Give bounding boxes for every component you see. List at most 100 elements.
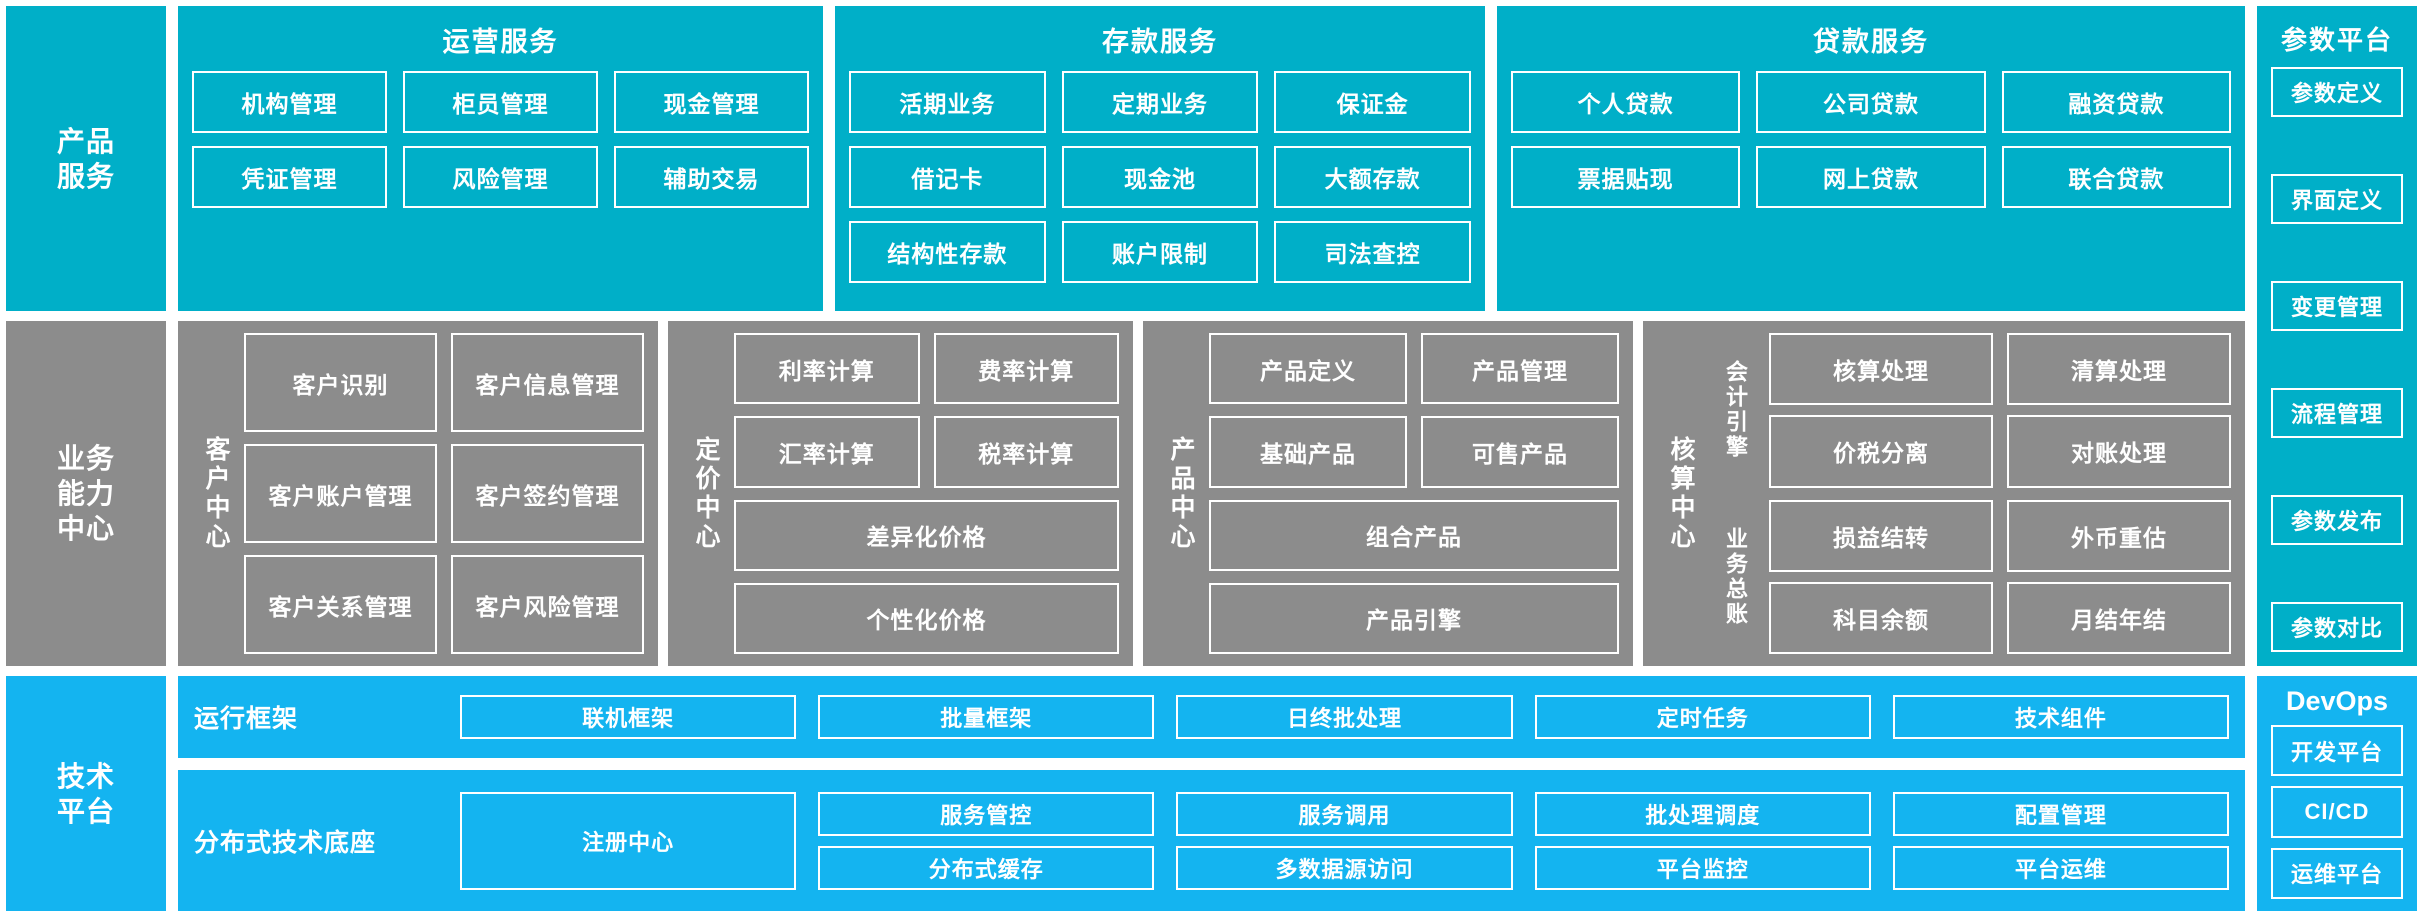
tile-bill-discount[interactable]: 票据贴现 (1511, 146, 1741, 208)
tile-sellable-product[interactable]: 可售产品 (1421, 416, 1619, 488)
tile-customer-identification[interactable]: 客户识别 (244, 333, 437, 432)
tile-customer-risk-management[interactable]: 客户风险管理 (451, 555, 644, 654)
tile-ci-cd[interactable]: CI/CD (2271, 786, 2403, 838)
tile-account-restriction[interactable]: 账户限制 (1061, 221, 1259, 283)
tile-time-deposit[interactable]: 定期业务 (1061, 71, 1259, 133)
tile-debit-card[interactable]: 借记卡 (849, 146, 1046, 208)
panel-devops: DevOps 开发平台 CI/CD 运维平台 (2257, 676, 2417, 911)
tile-configuration-management[interactable]: 配置管理 (1892, 791, 2229, 836)
tile-multi-datasource-access[interactable]: 多数据源访问 (1176, 845, 1513, 890)
upper-left-stack: 产品 服务 运营服务 机构管理 柜员管理 现金管理 凭证管理 风险管理 (6, 6, 2245, 666)
tile-development-platform[interactable]: 开发平台 (2271, 725, 2403, 777)
rail-line-1: 业务 (56, 443, 115, 474)
tile-exchange-rate-calc[interactable]: 汇率计算 (734, 416, 920, 488)
tile-batch-framework[interactable]: 批量框架 (818, 695, 1155, 739)
tile-basic-product[interactable]: 基础产品 (1209, 416, 1407, 488)
center-body-customer: 客户识别 客户信息管理 客户账户管理 客户签约管理 客户关系管理 客户风险管理 (244, 333, 644, 654)
tile-joint-loan[interactable]: 联合贷款 (2001, 146, 2231, 208)
tile-end-of-day-batch[interactable]: 日终批处理 (1176, 695, 1513, 739)
tile-combined-product[interactable]: 组合产品 (1209, 499, 1619, 571)
center-row: 产品引擎 (1209, 582, 1619, 654)
tile-customer-account-management[interactable]: 客户账户管理 (244, 444, 437, 543)
tile-month-year-end-closing[interactable]: 月结年结 (2007, 581, 2231, 654)
group-title-operation-service: 运营服务 (442, 27, 559, 57)
tile-service-governance[interactable]: 服务管控 (818, 791, 1155, 836)
tile-price-tax-separation[interactable]: 价税分离 (1769, 415, 1993, 488)
tile-subject-balance[interactable]: 科目余额 (1769, 581, 1993, 654)
tile-process-management[interactable]: 流程管理 (2271, 388, 2403, 438)
tile-settlement-processing[interactable]: 清算处理 (2007, 333, 2231, 406)
tile-financing-loan[interactable]: 融资贷款 (2001, 71, 2231, 133)
tile-foreign-currency-revaluation[interactable]: 外币重估 (2007, 499, 2231, 572)
tile-org-management[interactable]: 机构管理 (192, 71, 387, 133)
subgroup-body-accounting-engine: 核算处理 清算处理 价税分离 对账处理 (1769, 333, 2231, 488)
tile-personalized-price[interactable]: 个性化价格 (734, 582, 1119, 654)
tile-platform-monitoring[interactable]: 平台监控 (1534, 845, 1871, 890)
rail-technology-platform-label: 技术 平台 (57, 759, 115, 829)
tile-demand-deposit[interactable]: 活期业务 (849, 71, 1046, 133)
tile-operations-platform[interactable]: 运维平台 (2271, 847, 2403, 899)
tile-differentiated-price[interactable]: 差异化价格 (734, 499, 1119, 571)
tile-scheduled-task[interactable]: 定时任务 (1534, 695, 1871, 739)
tile-service-invocation[interactable]: 服务调用 (1176, 791, 1513, 836)
center-row: 汇率计算 税率计算 (734, 416, 1119, 488)
rail-line-1: 产品 (56, 125, 115, 157)
subgroup-body-general-ledger: 损益结转 外币重估 科目余额 月结年结 (1769, 499, 2231, 654)
center-row: 个性化价格 (734, 582, 1119, 654)
panel-parameter-platform: 参数平台 参数定义 界面定义 变更管理 流程管理 参数发布 参数对比 (2257, 6, 2417, 666)
tile-batch-scheduling[interactable]: 批处理调度 (1534, 791, 1871, 836)
strip-label-runtime-framework: 运行框架 (194, 705, 299, 733)
tile-personal-loan[interactable]: 个人贷款 (1511, 71, 1741, 133)
tile-technical-component[interactable]: 技术组件 (1892, 695, 2229, 739)
tile-customer-relationship-management[interactable]: 客户关系管理 (244, 555, 437, 654)
group-grid-operation-service: 机构管理 柜员管理 现金管理 凭证管理 风险管理 辅助交易 (192, 71, 809, 297)
tile-cash-management[interactable]: 现金管理 (614, 71, 809, 133)
tile-profit-loss-carryover[interactable]: 损益结转 (1769, 499, 1993, 572)
tile-product-engine[interactable]: 产品引擎 (1209, 582, 1619, 654)
rail-technology-platform: 技术 平台 (6, 676, 166, 911)
parameter-platform-title: 参数平台 (2280, 25, 2393, 55)
tile-registry-center[interactable]: 注册中心 (460, 791, 797, 890)
layer-technology-platform: 技术 平台 运行框架 联机框架 批量框架 日终批处理 定时任务 技术组件 分布式… (6, 676, 2417, 911)
tile-customer-info-management[interactable]: 客户信息管理 (451, 333, 644, 432)
tile-fee-rate-calc[interactable]: 费率计算 (933, 333, 1119, 405)
center-row: 客户关系管理 客户风险管理 (244, 555, 644, 654)
tile-interest-rate-calc[interactable]: 利率计算 (734, 333, 920, 405)
tile-voucher-management[interactable]: 凭证管理 (192, 146, 387, 208)
tile-tax-rate-calc[interactable]: 税率计算 (933, 416, 1119, 488)
tile-large-deposit[interactable]: 大额存款 (1274, 146, 1471, 208)
subgroup-label-general-ledger: 业务总账 (1723, 526, 1748, 627)
tile-parameter-definition[interactable]: 参数定义 (2271, 67, 2403, 117)
tile-change-management[interactable]: 变更管理 (2271, 281, 2403, 331)
tile-margin-deposit[interactable]: 保证金 (1274, 71, 1471, 133)
tile-parameter-compare[interactable]: 参数对比 (2271, 602, 2403, 652)
rail-line-2: 服务 (56, 160, 115, 192)
strip-distributed-foundation: 分布式技术底座 注册中心 服务管控 服务调用 批处理调度 配置管理 分布式缓存 … (178, 770, 2245, 911)
tile-judicial-control[interactable]: 司法查控 (1274, 221, 1471, 283)
tile-teller-management[interactable]: 柜员管理 (403, 71, 598, 133)
tile-corporate-loan[interactable]: 公司贷款 (1756, 71, 1986, 133)
tile-product-definition[interactable]: 产品定义 (1209, 333, 1407, 405)
center-label-customer: 客户中心 (202, 435, 230, 552)
tile-reconciliation-processing[interactable]: 对账处理 (2007, 415, 2231, 488)
tile-parameter-publish[interactable]: 参数发布 (2271, 495, 2403, 545)
tile-customer-contract-management[interactable]: 客户签约管理 (451, 444, 644, 543)
tile-interface-definition[interactable]: 界面定义 (2271, 174, 2403, 224)
upper-section: 产品 服务 运营服务 机构管理 柜员管理 现金管理 凭证管理 风险管理 (6, 6, 2417, 666)
tile-platform-operations[interactable]: 平台运维 (1892, 845, 2229, 890)
tile-structured-deposit[interactable]: 结构性存款 (849, 221, 1046, 283)
rail-business-capability: 业务 能力 中心 (6, 321, 166, 666)
tile-online-framework[interactable]: 联机框架 (460, 695, 797, 739)
subgroup-label-accounting-engine: 会计引擎 (1723, 360, 1748, 461)
tile-accounting-processing[interactable]: 核算处理 (1769, 333, 1993, 406)
tile-online-loan[interactable]: 网上贷款 (1756, 146, 1986, 208)
center-row: 利率计算 费率计算 (734, 333, 1119, 405)
tile-risk-management[interactable]: 风险管理 (403, 146, 598, 208)
tile-cash-pool[interactable]: 现金池 (1061, 146, 1259, 208)
center-pricing: 定价中心 利率计算 费率计算 汇率计算 税率计算 差异化价格 (668, 321, 1133, 666)
tile-distributed-cache[interactable]: 分布式缓存 (818, 845, 1155, 890)
strip-label-distributed-foundation: 分布式技术底座 (194, 828, 377, 857)
tile-product-management[interactable]: 产品管理 (1421, 333, 1619, 405)
tile-auxiliary-transaction[interactable]: 辅助交易 (614, 146, 809, 208)
rail-line-3: 中心 (56, 513, 115, 544)
